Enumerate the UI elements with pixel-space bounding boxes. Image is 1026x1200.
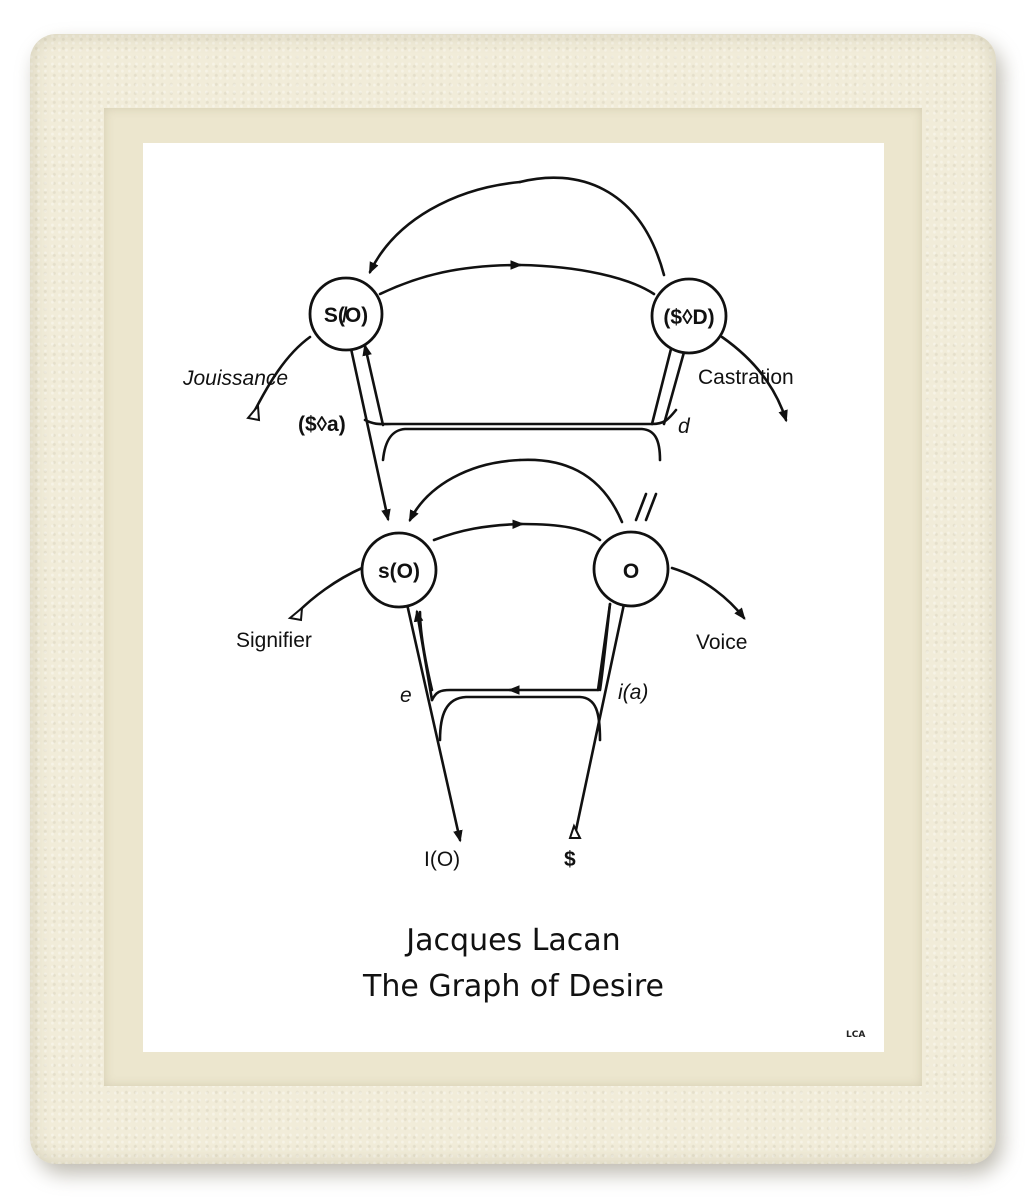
caption: Jacques Lacan The Graph of Desire <box>143 918 884 1010</box>
node-signified-label: s(O) <box>378 560 420 583</box>
desire-line-outer <box>662 343 688 426</box>
jouissance-label: Jouissance <box>182 367 288 390</box>
lower-crossbar-curves <box>438 695 602 742</box>
lower-right-curve <box>598 602 612 692</box>
lower-outer-arc <box>518 458 624 524</box>
castration-line <box>720 335 788 423</box>
jouissance-start-marker <box>246 403 261 422</box>
caption-title: The Graph of Desire <box>363 969 664 1004</box>
watermark: LCA <box>846 1030 866 1040</box>
voice-label: Voice <box>696 631 747 654</box>
node-s-barred-a-circle <box>308 276 384 352</box>
right-diag-1 <box>634 492 648 522</box>
upper-crossbar-lower <box>381 427 662 462</box>
upper-inner-arc-cont <box>518 263 656 296</box>
node-s-barred-a-label: S(̸O) <box>324 304 368 327</box>
desire-line-inner <box>650 343 674 426</box>
ideal-label: I(O) <box>424 848 460 871</box>
fantasy-label: ($◊a) <box>298 413 346 436</box>
upper-crossbar <box>363 408 678 426</box>
castration-label: Castration <box>698 366 794 389</box>
lower-inner-arc <box>432 519 525 542</box>
fantasy-line-up <box>362 343 385 427</box>
caption-author: Jacques Lacan <box>406 923 621 958</box>
desire-label: d <box>678 415 691 438</box>
signifier-line <box>296 566 364 614</box>
ego-line-down <box>405 602 463 843</box>
image-label: i(a) <box>618 681 648 704</box>
signifier-start-marker <box>287 605 304 622</box>
jouissance-line <box>252 335 312 414</box>
upper-outer-arc <box>518 176 666 277</box>
voice-line <box>670 566 746 620</box>
fantasy-line-down <box>348 342 391 522</box>
lower-left-curve <box>418 610 434 692</box>
node-signified-circle <box>360 531 438 609</box>
node-other-circle <box>592 530 670 608</box>
node-drive-label: ($◊D) <box>663 306 714 329</box>
lower-outer-arc-end <box>408 458 522 523</box>
right-diag-2 <box>644 492 658 522</box>
lower-crossbar <box>430 688 518 702</box>
subject-label: $ <box>564 848 576 871</box>
lower-inner-arc-cont <box>520 522 602 542</box>
upper-inner-arc <box>378 260 523 296</box>
node-other-label: O <box>623 560 639 583</box>
signifier-label: Signifier <box>236 629 312 652</box>
node-drive-circle <box>650 277 728 355</box>
ego-label: e <box>400 684 412 707</box>
image-line-outer <box>574 602 626 832</box>
subject-start-marker <box>568 823 582 839</box>
upper-outer-arc-end <box>368 180 522 275</box>
paper-sheet <box>143 143 884 1052</box>
